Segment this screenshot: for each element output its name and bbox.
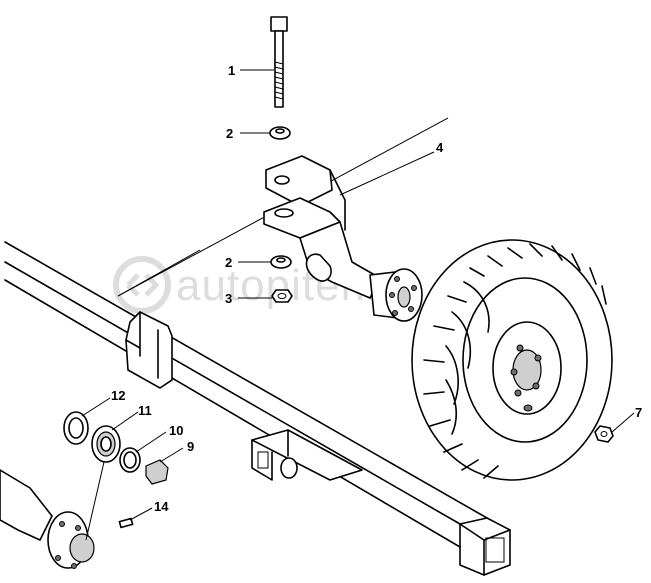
lug-nut-part-7 <box>594 425 614 443</box>
main-beam <box>4 241 511 576</box>
nut-part-3 <box>271 289 293 303</box>
callout-2-lower: 2 <box>225 255 232 270</box>
leader-lines <box>81 69 635 541</box>
stud-part-14 <box>118 517 134 529</box>
callout-12: 12 <box>111 388 125 403</box>
wheel-tire-assembly <box>411 239 613 481</box>
dust-cap-part-9 <box>145 459 169 485</box>
callout-9: 9 <box>187 439 194 454</box>
callout-7: 7 <box>635 405 642 420</box>
callout-3: 3 <box>225 291 232 306</box>
seal-part-12 <box>63 411 89 445</box>
callout-10: 10 <box>169 423 183 438</box>
callout-4: 4 <box>436 140 444 155</box>
washer-part-2-top <box>269 126 291 140</box>
beam-bracket <box>125 311 173 389</box>
callout-2-top: 2 <box>226 126 233 141</box>
bearing-part-11 <box>91 425 121 463</box>
washer-part-2-lower <box>270 255 292 269</box>
bolt-part-1 <box>270 16 288 108</box>
race-part-10 <box>119 447 141 473</box>
callout-11: 11 <box>138 403 152 418</box>
hitch-channel <box>251 429 363 481</box>
callout-labels: 1 2 2 3 4 7 9 10 11 12 14 <box>111 63 642 514</box>
small-hub-assembly <box>0 469 95 569</box>
spindle-bracket-part-4 <box>263 155 423 322</box>
callout-1: 1 <box>228 63 235 78</box>
centerline-left <box>117 249 201 297</box>
callout-14: 14 <box>154 499 169 514</box>
